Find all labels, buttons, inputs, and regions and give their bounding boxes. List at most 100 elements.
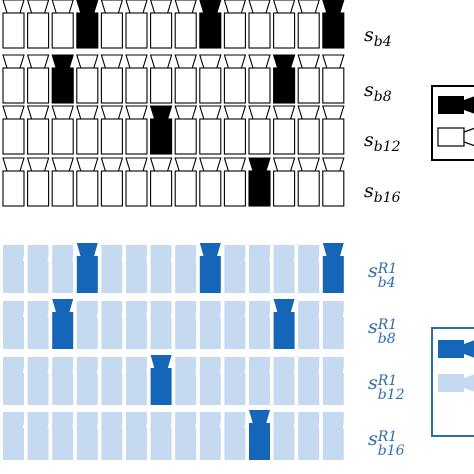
frame (297, 0, 320, 49)
selected-frame (76, 0, 99, 49)
frame-row (2, 0, 345, 49)
frame (273, 243, 300, 293)
frame (26, 157, 50, 207)
frame (175, 299, 202, 349)
frame (297, 54, 320, 104)
blue-frame-grid (3, 243, 349, 460)
selected-frame (273, 299, 295, 349)
frame (298, 299, 325, 349)
frame (199, 157, 222, 207)
selected-frame (149, 105, 173, 155)
frame (51, 157, 74, 207)
frame (248, 0, 271, 49)
frame (199, 355, 226, 405)
frame (76, 54, 99, 104)
frame (199, 299, 226, 349)
frame (174, 54, 197, 104)
frame (2, 54, 25, 104)
frame (223, 0, 246, 49)
frame (273, 0, 296, 49)
frame (76, 157, 99, 207)
frame (51, 0, 74, 49)
frame (199, 54, 222, 104)
selected-frame (52, 299, 74, 349)
outline-camera-icon (437, 127, 474, 147)
selected-frame (150, 355, 172, 405)
selected-frame (199, 0, 222, 49)
row-label-sb12: sb12 (364, 129, 401, 155)
frame-row (2, 105, 345, 155)
frame (26, 54, 50, 104)
frame (175, 410, 202, 460)
frame (126, 243, 152, 293)
frame (101, 299, 128, 349)
frame (100, 157, 124, 207)
frame-row (2, 54, 345, 104)
frame (2, 105, 25, 155)
frame-row (3, 299, 349, 349)
frame (126, 299, 152, 349)
frame (149, 54, 173, 104)
selected-frame (272, 54, 296, 104)
frame (322, 105, 345, 155)
frame (27, 410, 54, 460)
frame (52, 243, 79, 293)
frame (76, 105, 99, 155)
frame (125, 157, 148, 207)
selected-frame (322, 0, 345, 49)
frame (272, 157, 296, 207)
row-label-sb4: sb4 (364, 24, 392, 50)
frame (52, 355, 79, 405)
frame (249, 243, 275, 293)
frame (26, 105, 50, 155)
frame (174, 105, 197, 155)
selected-frame (248, 157, 271, 207)
frame (52, 410, 79, 460)
frame (248, 54, 271, 104)
frame (224, 299, 251, 349)
frame (249, 355, 275, 405)
frame (248, 105, 271, 155)
frame (175, 243, 202, 293)
frame (223, 157, 247, 207)
frame (101, 410, 128, 460)
frame (297, 105, 320, 155)
frame (150, 0, 173, 49)
frame (27, 243, 54, 293)
frame (272, 105, 296, 155)
frame (76, 355, 103, 405)
frame (273, 410, 300, 460)
frame-row (3, 410, 349, 460)
selected-frame (51, 54, 74, 104)
frame (76, 299, 103, 349)
frame (100, 54, 124, 104)
frame (224, 355, 251, 405)
frame (175, 355, 202, 405)
frame (100, 105, 124, 155)
row-label-sb16: sb16 (364, 180, 401, 206)
frame (223, 105, 247, 155)
frame (125, 54, 148, 104)
frame (322, 410, 349, 460)
frame (125, 105, 148, 155)
frame (150, 299, 177, 349)
frame (174, 157, 197, 207)
frame (51, 105, 74, 155)
blue-legend (431, 327, 474, 437)
row-label-sb8: sb8 (364, 79, 392, 105)
frame (223, 54, 247, 104)
selected-frame (76, 243, 98, 293)
frame (297, 157, 320, 207)
frame (174, 0, 197, 49)
frame (322, 355, 349, 405)
frame (3, 410, 29, 460)
frame (322, 54, 345, 104)
frame (3, 299, 29, 349)
frame (150, 243, 177, 293)
frame-row (2, 157, 345, 207)
frame (126, 410, 152, 460)
